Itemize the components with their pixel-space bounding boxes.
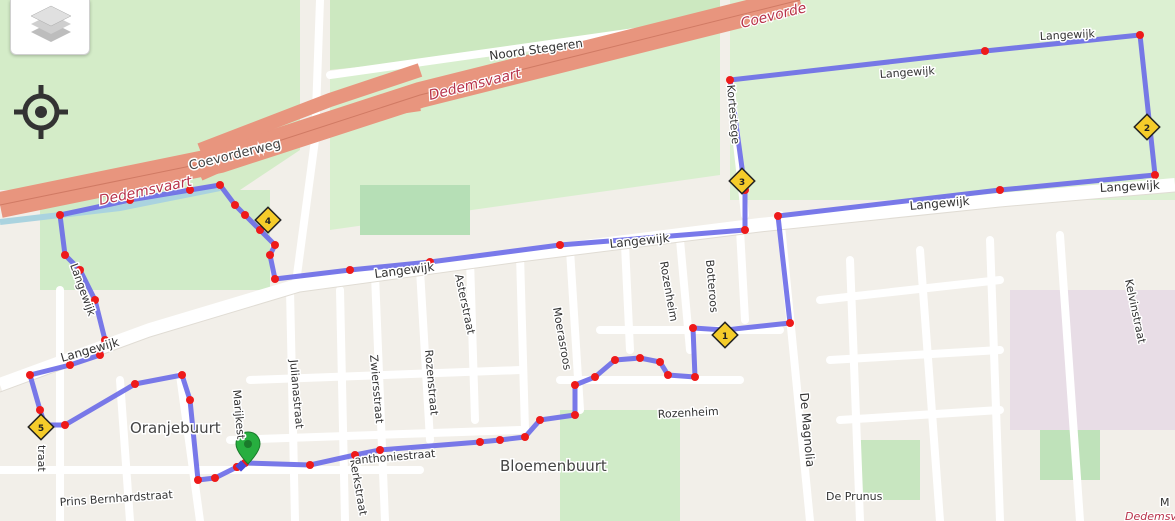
svg-text:Bloemenbuurt: Bloemenbuurt: [500, 457, 607, 475]
route-point[interactable]: [556, 241, 564, 249]
route-point[interactable]: [131, 380, 139, 388]
road-langewijk: [0, 178, 1175, 392]
route-point[interactable]: [66, 361, 74, 369]
route-point[interactable]: [26, 371, 34, 379]
route-point[interactable]: [186, 396, 194, 404]
route-point[interactable]: [126, 196, 134, 204]
route-point[interactable]: [981, 47, 989, 55]
route-point[interactable]: [536, 416, 544, 424]
route-point[interactable]: [76, 266, 84, 274]
route-point[interactable]: [96, 351, 104, 359]
svg-text:Langewijk: Langewijk: [1039, 27, 1095, 43]
route-point[interactable]: [231, 201, 239, 209]
route-point[interactable]: [774, 212, 782, 220]
svg-text:Marijkest: Marijkest: [230, 389, 247, 440]
route-point[interactable]: [664, 371, 672, 379]
route-point[interactable]: [216, 181, 224, 189]
route-point[interactable]: [36, 406, 44, 414]
route-point[interactable]: [271, 241, 279, 249]
route-point[interactable]: [306, 461, 314, 469]
highway-coevorderweg: [0, 0, 804, 218]
route-point[interactable]: [636, 354, 644, 362]
svg-text:Rozenheim: Rozenheim: [657, 405, 719, 421]
route-point[interactable]: [56, 211, 64, 219]
crosshair-icon: [14, 85, 68, 139]
route-point[interactable]: [1151, 171, 1159, 179]
route-point[interactable]: [786, 319, 794, 327]
svg-text:1: 1: [722, 332, 728, 342]
start-point-marker: [235, 460, 247, 472]
route-point[interactable]: [496, 436, 504, 444]
route-point[interactable]: [591, 373, 599, 381]
route-point[interactable]: [689, 324, 697, 332]
route-point[interactable]: [186, 186, 194, 194]
route-point[interactable]: [101, 336, 109, 344]
svg-text:Langewijk: Langewijk: [1099, 178, 1160, 195]
svg-text:traat: traat: [35, 445, 48, 472]
svg-text:5: 5: [38, 424, 44, 434]
route-point[interactable]: [266, 251, 274, 259]
svg-text:Botteroos: Botteroos: [703, 259, 721, 313]
waypoint-4[interactable]: 4: [254, 206, 282, 234]
svg-text:Dedemsvaart: Dedemsvaart: [1125, 510, 1175, 521]
route-point[interactable]: [178, 371, 186, 379]
route-point[interactable]: [351, 451, 359, 459]
route-point[interactable]: [61, 421, 69, 429]
route-point[interactable]: [1136, 31, 1144, 39]
route-point[interactable]: [691, 373, 699, 381]
canal: [0, 185, 221, 225]
route-point[interactable]: [571, 411, 579, 419]
route-point[interactable]: [571, 381, 579, 389]
waypoint-3[interactable]: 3: [728, 167, 756, 195]
route-point[interactable]: [476, 438, 484, 446]
route-point[interactable]: [426, 258, 434, 266]
route-point[interactable]: [211, 474, 219, 482]
layers-icon: [30, 5, 72, 42]
svg-text:M: M: [1160, 496, 1170, 509]
svg-text:2: 2: [1144, 124, 1150, 134]
svg-text:De Prunus: De Prunus: [826, 490, 883, 503]
route-point[interactable]: [521, 433, 529, 441]
route-point[interactable]: [376, 446, 384, 454]
layers-button[interactable]: [10, 0, 90, 55]
waypoint-2[interactable]: 2: [1133, 113, 1161, 141]
route-point[interactable]: [241, 211, 249, 219]
route-point[interactable]: [726, 76, 734, 84]
locate-button[interactable]: [12, 83, 70, 141]
route-point[interactable]: [346, 266, 354, 274]
svg-text:Oranjebuurt: Oranjebuurt: [130, 419, 221, 437]
route-point[interactable]: [256, 226, 264, 234]
route-points: [26, 31, 1159, 484]
route-point[interactable]: [91, 296, 99, 304]
route-point[interactable]: [611, 356, 619, 364]
svg-text:3: 3: [739, 178, 745, 188]
svg-text:Langewijk: Langewijk: [909, 194, 970, 213]
route-point[interactable]: [61, 251, 69, 259]
waypoint-1[interactable]: 1: [711, 321, 739, 349]
svg-text:Rozenstraat: Rozenstraat: [422, 349, 441, 416]
svg-text:Langewijk: Langewijk: [879, 64, 935, 81]
route-point[interactable]: [996, 186, 1004, 194]
waypoint-5[interactable]: 5: [27, 413, 55, 441]
route-point[interactable]: [656, 358, 664, 366]
start-pin-icon[interactable]: [235, 431, 261, 465]
svg-text:4: 4: [265, 217, 271, 227]
route-point[interactable]: [194, 476, 202, 484]
route-point[interactable]: [741, 226, 749, 234]
route-point[interactable]: [271, 275, 279, 283]
